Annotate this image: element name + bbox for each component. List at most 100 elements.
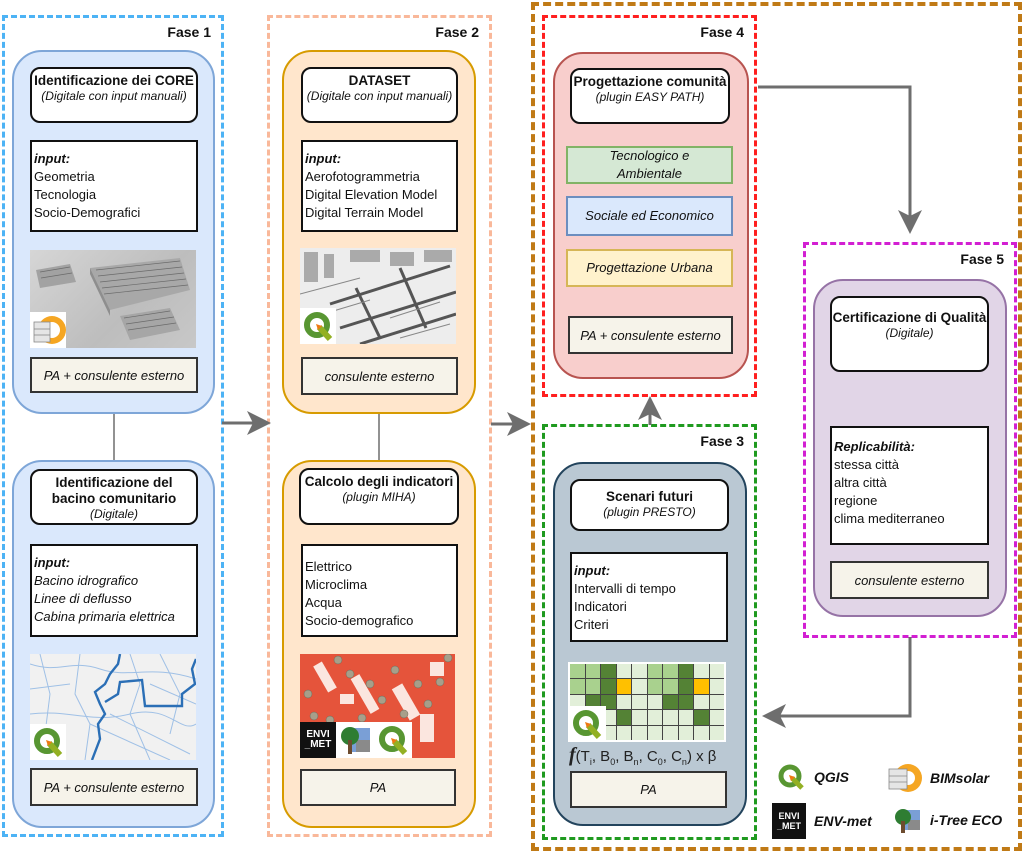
card-subtitle: (plugin PRESTO): [603, 505, 696, 519]
grid-cell: [678, 710, 693, 725]
envimet-icon: ENVI _MET: [300, 722, 336, 758]
grid-cell: [647, 664, 662, 679]
card-title-box: Scenari futuri (plugin PRESTO): [570, 479, 729, 531]
input-item: clima mediterraneo: [834, 511, 945, 526]
grid-cell: [632, 710, 647, 725]
grid-cell: [663, 725, 678, 740]
grid-cell: [632, 679, 647, 694]
card-subtitle: (plugin MIHA): [342, 490, 416, 504]
legend-item-qgis: QGIS: [776, 762, 849, 792]
grid-cell: [601, 679, 616, 694]
input-item: regione: [834, 493, 878, 508]
legend-item-envimet: ENVI _MET ENV-met: [772, 803, 872, 839]
category-sociale-economico: Sociale ed Economico: [566, 196, 733, 236]
grid-cell: [663, 664, 678, 679]
grid-cell: [663, 710, 678, 725]
phase-label: Fase 5: [960, 251, 1004, 267]
grid-cell: [601, 664, 616, 679]
arrow-fase5-to-fase3: [762, 637, 912, 728]
input-item: Acqua: [305, 595, 342, 610]
input-item: Socio-Demografici: [34, 205, 141, 220]
grid-cell: [709, 725, 724, 740]
qgis-icon: [776, 762, 806, 792]
card-subtitle: (Digitale con input manuali): [306, 89, 453, 103]
grid-cell: [570, 694, 585, 710]
card-title-box: Calcolo degli indicatori (plugin MIHA): [299, 468, 459, 525]
grid-cell: [616, 710, 631, 725]
actor-box: consulente esterno: [830, 561, 989, 599]
input-list: input: Geometria Tecnologia Socio-Demogr…: [30, 140, 198, 232]
phase-label: Fase 4: [700, 24, 744, 40]
building-illustration: [36, 258, 190, 340]
input-list: input: Aerofotogrammetria Digital Elevat…: [301, 140, 458, 232]
card-title: Progettazione comunità: [573, 74, 727, 89]
card-title-box: Identificazione del bacino comunitario (…: [30, 469, 198, 525]
phase-fase5: Fase 5: [803, 242, 1017, 638]
envimet-logo-text: ENVI: [306, 729, 330, 740]
phase-fase3: Fase 3: [542, 424, 757, 840]
grid-cell: [663, 679, 678, 694]
input-item: Indicatori: [574, 599, 627, 614]
qgis-icon: [30, 724, 66, 760]
grid-cell: [647, 694, 662, 710]
envimet-icon: ENVI _MET: [772, 803, 806, 839]
grid-cell: [570, 679, 585, 694]
input-item: Tecnologia: [34, 187, 97, 202]
input-item: Aerofotogrammetria: [305, 169, 420, 184]
grid-cell: [570, 664, 585, 679]
input-item: Bacino idrografico: [34, 573, 139, 588]
input-item: altra città: [834, 475, 887, 490]
grid-cell: [709, 694, 724, 710]
grid-cell: [709, 679, 724, 694]
itree-icon: [892, 806, 922, 834]
actor-box: PA: [300, 769, 456, 806]
grid-cell: [616, 694, 631, 710]
input-list: input: Bacino idrografico Linee di deflu…: [30, 544, 198, 637]
grid-cell: [616, 664, 631, 679]
card-title: Identificazione del bacino comunitario: [51, 475, 177, 506]
card-title: Calcolo degli indicatori: [304, 474, 454, 489]
card-title-box: Identificazione dei CORE (Digitale con i…: [30, 67, 198, 123]
grid-cell: [694, 710, 709, 725]
card-title-box: Progettazione comunità (plugin EASY PATH…: [570, 68, 730, 124]
input-list: input: Intervalli di tempo Indicatori Cr…: [570, 552, 728, 642]
phase-label: Fase 3: [700, 433, 744, 449]
grid-cell: [663, 694, 678, 710]
card-subtitle: (Digitale): [885, 326, 934, 340]
card-subtitle: (Digitale): [89, 507, 138, 521]
formula-text: f(Ti, B0, Bn, C0, Cn) x β: [569, 744, 717, 767]
input-item: stessa città: [834, 457, 900, 472]
actor-box: PA: [570, 771, 727, 808]
input-item: Cabina primaria elettrica: [34, 609, 175, 624]
envimet-logo-text: ENVI: [778, 811, 800, 821]
input-header: Replicabilità:: [834, 439, 915, 454]
grid-cell: [585, 664, 600, 679]
legend-label: QGIS: [814, 769, 850, 785]
grid-cell: [694, 725, 709, 740]
grid-cell: [632, 694, 647, 710]
grid-cell: [616, 725, 631, 740]
input-item: Linee di deflusso: [34, 591, 132, 606]
input-header: input:: [34, 555, 71, 570]
card-title-box: Certificazione di Qualità (Digitale): [830, 296, 989, 372]
grid-cell: [647, 679, 662, 694]
qgis-icon: [300, 308, 336, 344]
scenario-grid-image: [568, 662, 726, 742]
input-item: Intervalli di tempo: [574, 581, 676, 596]
grid-cell: [632, 664, 647, 679]
envimet-logo-text: _MET: [304, 739, 332, 750]
grid-cell: [678, 664, 693, 679]
input-header: input:: [305, 151, 342, 166]
actor-box: PA + consulente esterno: [568, 316, 733, 354]
bimsolar-icon: [886, 762, 922, 794]
input-item: Socio-demografico: [305, 613, 414, 628]
hydrographic-basin-map-image: [30, 654, 196, 760]
grid-cell: [585, 679, 600, 694]
actor-box: PA + consulente esterno: [30, 768, 198, 806]
grid-cell: [709, 710, 724, 725]
outer-frame-fase3-5: [531, 2, 1022, 851]
legend-label: ENV-met: [814, 813, 872, 829]
3d-building-render-image: [30, 250, 196, 348]
phase-fase4: Fase 4: [542, 15, 757, 397]
grid-cell: [647, 725, 662, 740]
